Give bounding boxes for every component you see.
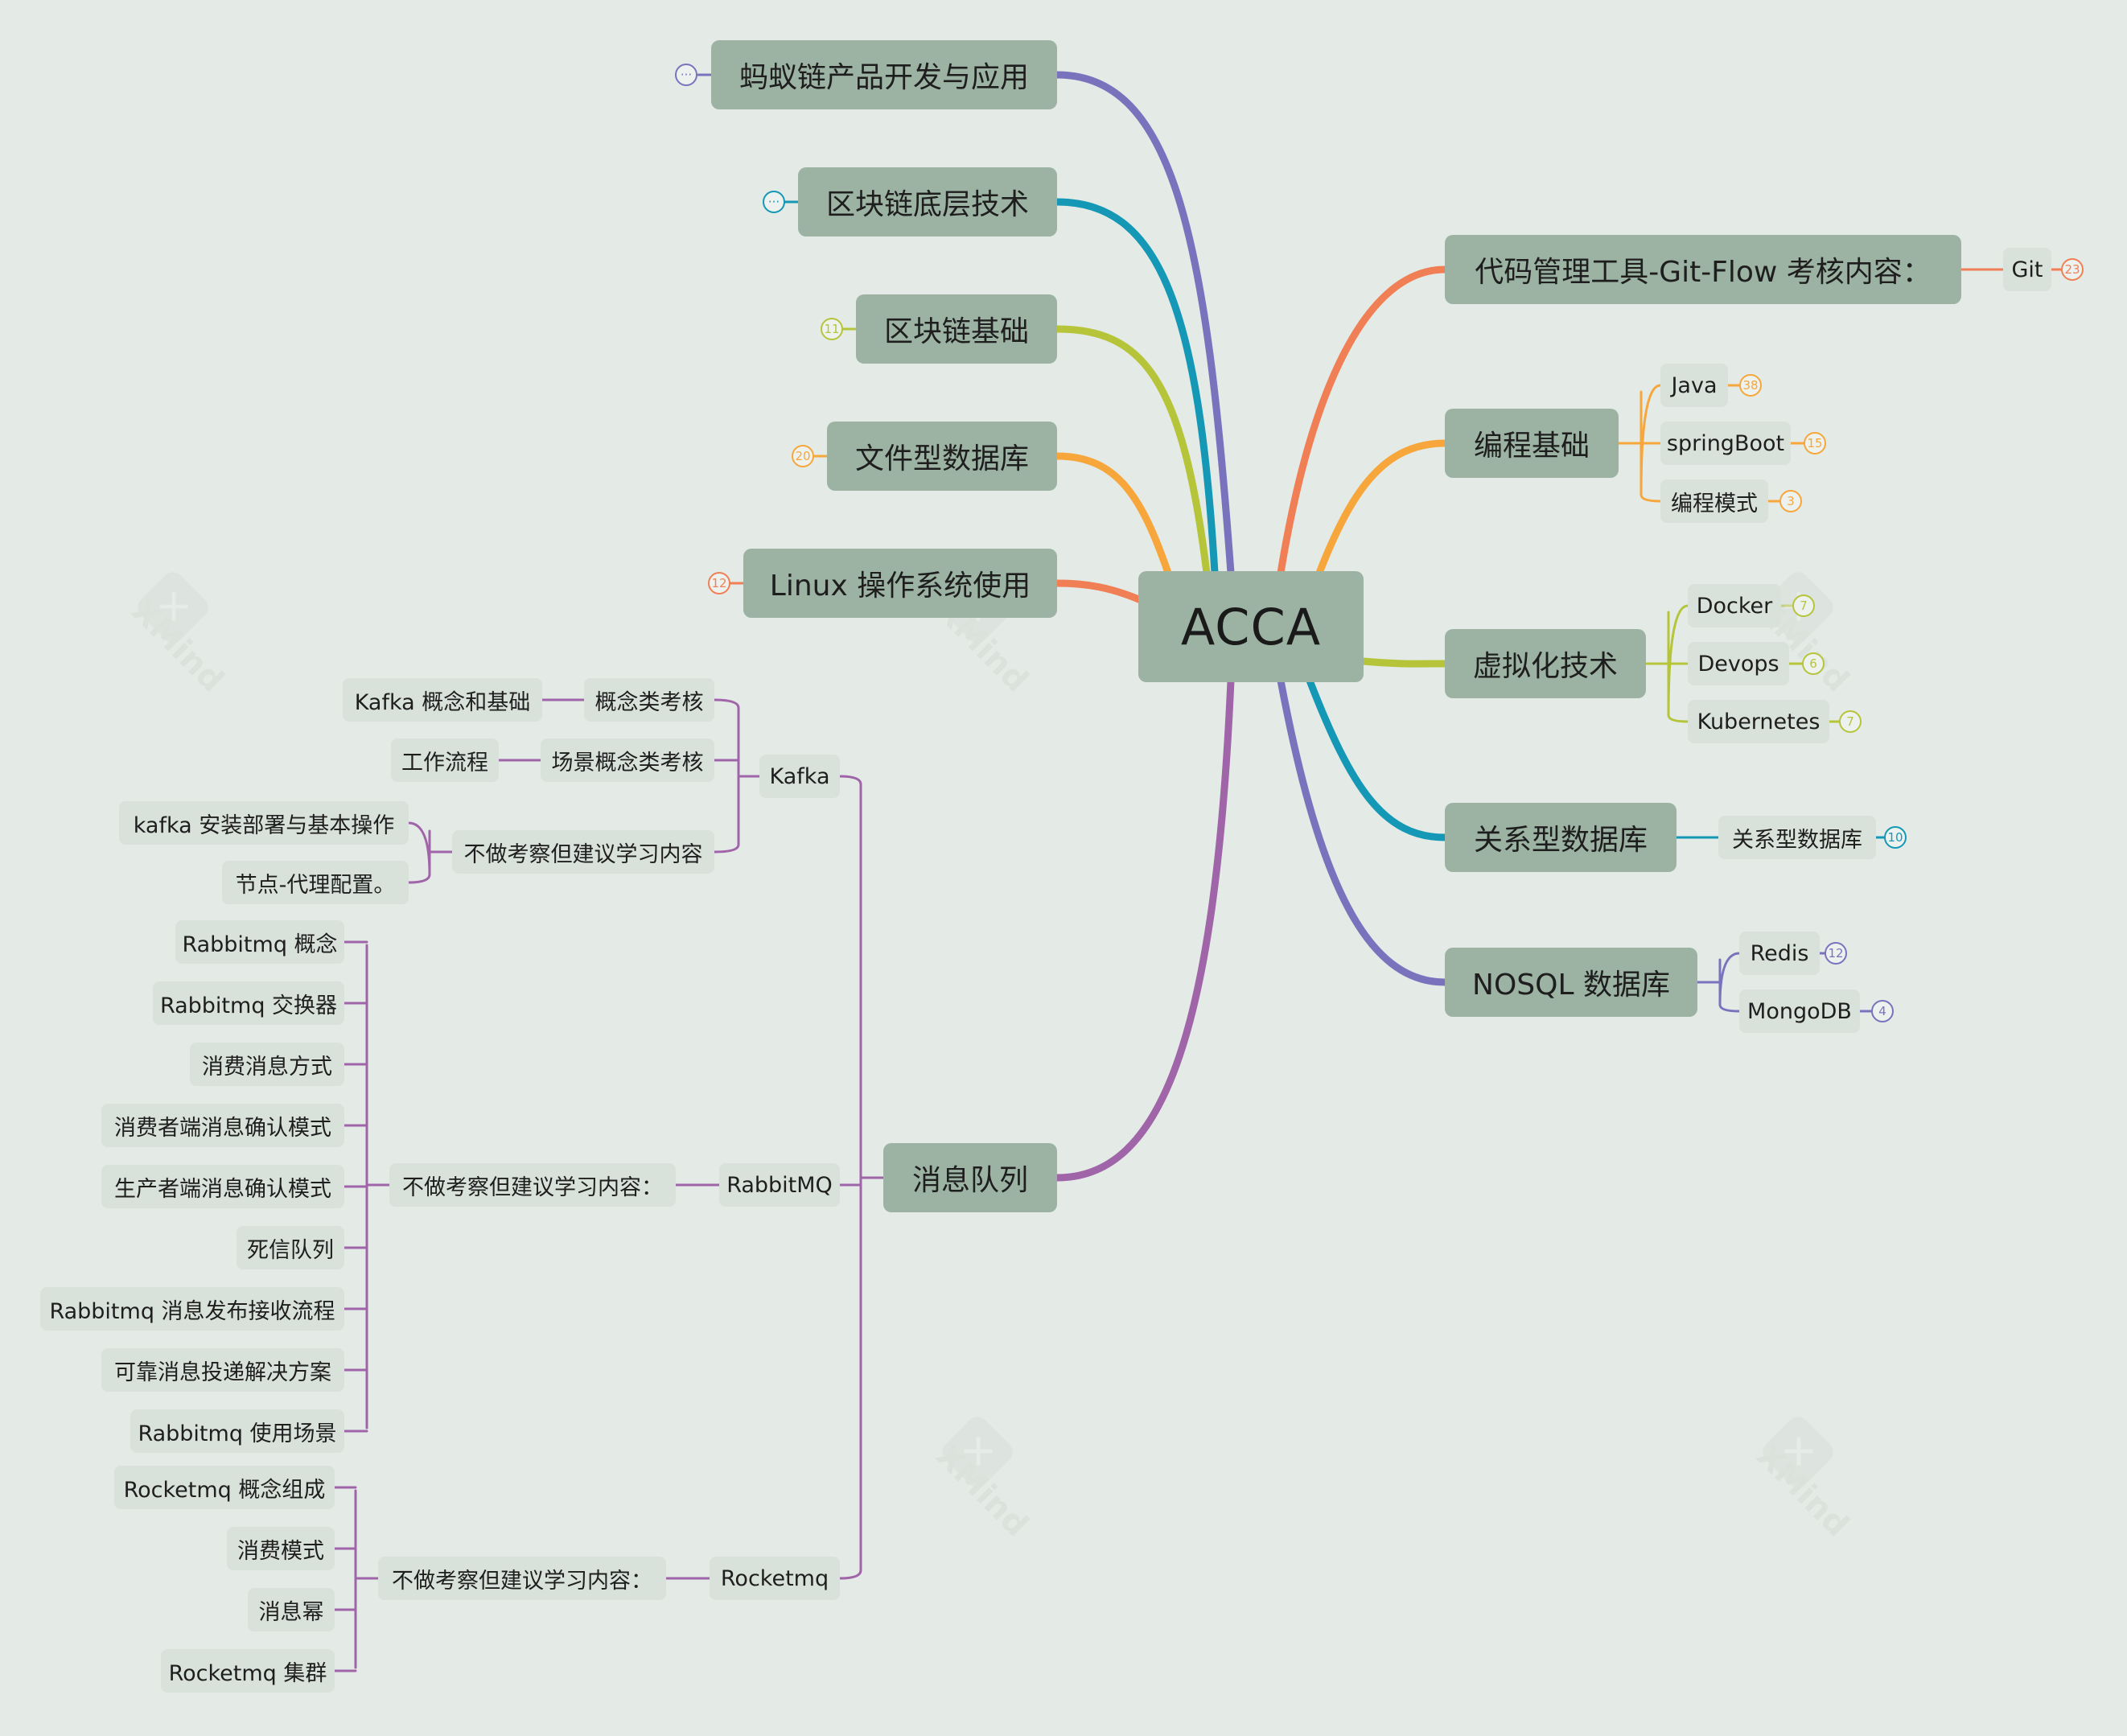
topic-nosql[interactable]: NOSQL 数据库 [1445, 948, 1697, 1017]
rabbitmq-item[interactable]: 消费消息方式 [190, 1043, 344, 1086]
connector [713, 698, 761, 854]
topic-relational-db[interactable]: 关系型数据库 [1445, 803, 1677, 872]
connector [838, 775, 885, 1580]
topic-blockchain-basics[interactable]: 区块链基础 [856, 294, 1057, 364]
rabbitmq-group-optional[interactable]: 不做考察但建议学习内容： [389, 1163, 676, 1207]
collapsed-count-badge[interactable]: 7 [1839, 710, 1862, 733]
collapsed-count-badge[interactable]: 4 [1871, 1000, 1894, 1022]
subtopic-programming-patterns[interactable]: 编程模式 [1660, 479, 1768, 523]
subtopic-java[interactable]: Java [1660, 364, 1728, 407]
collapsed-badge[interactable]: ··· [675, 64, 697, 86]
branch-connector [1277, 677, 1449, 986]
rabbitmq-item[interactable]: Rabbitmq 概念 [175, 920, 344, 964]
subtopic-rabbitmq[interactable]: RabbitMQ [719, 1163, 840, 1207]
subtopic-relational-db[interactable]: 关系型数据库 [1718, 816, 1876, 859]
root-topic[interactable]: ACCA [1138, 571, 1364, 682]
branch-connector [1277, 265, 1449, 577]
subtopic-devops[interactable]: Devops [1688, 642, 1789, 685]
topic-programming[interactable]: 编程基础 [1445, 409, 1619, 478]
branch-connector [1053, 325, 1211, 577]
topic-message-queue[interactable]: 消息队列 [883, 1143, 1057, 1212]
connector [1644, 604, 1689, 723]
rabbitmq-item[interactable]: 消费者端消息确认模式 [101, 1104, 344, 1147]
kafka-group-optional[interactable]: 不做考察但建议学习内容 [452, 830, 714, 874]
collapsed-count-badge[interactable]: 12 [708, 572, 730, 594]
topic-blockchain-core[interactable]: 区块链底层技术 [798, 167, 1057, 237]
subtopic-mongodb[interactable]: MongoDB [1739, 989, 1860, 1033]
collapsed-count-badge[interactable]: 10 [1884, 826, 1907, 849]
collapsed-badge[interactable]: ··· [763, 191, 785, 213]
branch-connector [1053, 71, 1235, 577]
rabbitmq-item[interactable]: 可靠消息投递解决方案 [101, 1348, 344, 1392]
rabbitmq-item[interactable]: 死信队列 [237, 1226, 344, 1269]
subtopic-kubernetes[interactable]: Kubernetes [1688, 700, 1829, 743]
topic-linux[interactable]: Linux 操作系统使用 [743, 549, 1057, 618]
collapsed-count-badge[interactable]: 20 [792, 445, 814, 467]
collapsed-count-badge[interactable]: 3 [1779, 490, 1802, 512]
subtopic-kafka[interactable]: Kafka [759, 755, 840, 798]
rocketmq-item[interactable]: Rocketmq 集群 [161, 1649, 335, 1693]
topic-antchain[interactable]: 蚂蚁链产品开发与应用 [711, 40, 1057, 109]
subtopic-docker[interactable]: Docker [1688, 584, 1781, 627]
connector [407, 821, 454, 884]
connector [1779, 604, 1841, 723]
topic-virtualization[interactable]: 虚拟化技术 [1445, 629, 1646, 698]
topic-document-db[interactable]: 文件型数据库 [827, 422, 1057, 491]
collapsed-count-badge[interactable]: 7 [1792, 594, 1815, 617]
connector [333, 1486, 380, 1672]
connector [1818, 952, 1873, 1013]
kafka-item[interactable]: 节点-代理配置。 [222, 861, 409, 904]
collapsed-count-badge[interactable]: 6 [1802, 652, 1825, 675]
rabbitmq-item[interactable]: 生产者端消息确认模式 [101, 1165, 344, 1208]
branch-connector [1360, 657, 1449, 668]
subtopic-git[interactable]: Git [2003, 248, 2051, 291]
branch-connector [1306, 677, 1449, 841]
rocketmq-group-optional[interactable]: 不做考察但建议学习内容： [378, 1557, 666, 1600]
collapsed-count-badge[interactable]: 11 [821, 318, 843, 340]
subtopic-redis[interactable]: Redis [1739, 932, 1820, 975]
rabbitmq-item[interactable]: Rabbitmq 使用场景 [130, 1409, 344, 1453]
kafka-group-concepts[interactable]: 概念类考核 [584, 678, 714, 722]
branch-connector [1053, 579, 1145, 604]
subtopic-springboot[interactable]: springBoot [1660, 422, 1791, 465]
collapsed-count-badge[interactable]: 12 [1825, 942, 1847, 965]
collapsed-count-badge[interactable]: 38 [1739, 374, 1762, 397]
connector [343, 940, 391, 1433]
kafka-group-scenarios[interactable]: 场景概念类考核 [541, 738, 714, 782]
kafka-item[interactable]: Kafka 概念和基础 [343, 678, 542, 722]
connector [1726, 384, 1805, 503]
kafka-item[interactable]: kafka 安装部署与基本操作 [119, 801, 409, 845]
rabbitmq-item[interactable]: Rabbitmq 消息发布接收流程 [40, 1287, 344, 1331]
branch-connector [1053, 452, 1172, 577]
topic-git-flow[interactable]: 代码管理工具-Git-Flow 考核内容： [1445, 235, 1961, 304]
branch-connector [1053, 198, 1219, 577]
rocketmq-item[interactable]: Rocketmq 概念组成 [114, 1466, 335, 1509]
subtopic-rocketmq[interactable]: Rocketmq [710, 1557, 840, 1600]
connector [1617, 384, 1662, 503]
connector [1696, 952, 1741, 1013]
branch-connector [1053, 677, 1235, 1182]
branch-connector [1315, 439, 1449, 577]
rocketmq-item[interactable]: 消息幂 [248, 1588, 335, 1631]
rabbitmq-item[interactable]: Rabbitmq 交换器 [153, 981, 344, 1025]
collapsed-count-badge[interactable]: 23 [2061, 258, 2084, 281]
kafka-item[interactable]: 工作流程 [391, 738, 499, 782]
collapsed-count-badge[interactable]: 15 [1804, 432, 1826, 455]
rocketmq-item[interactable]: 消费模式 [227, 1527, 335, 1570]
